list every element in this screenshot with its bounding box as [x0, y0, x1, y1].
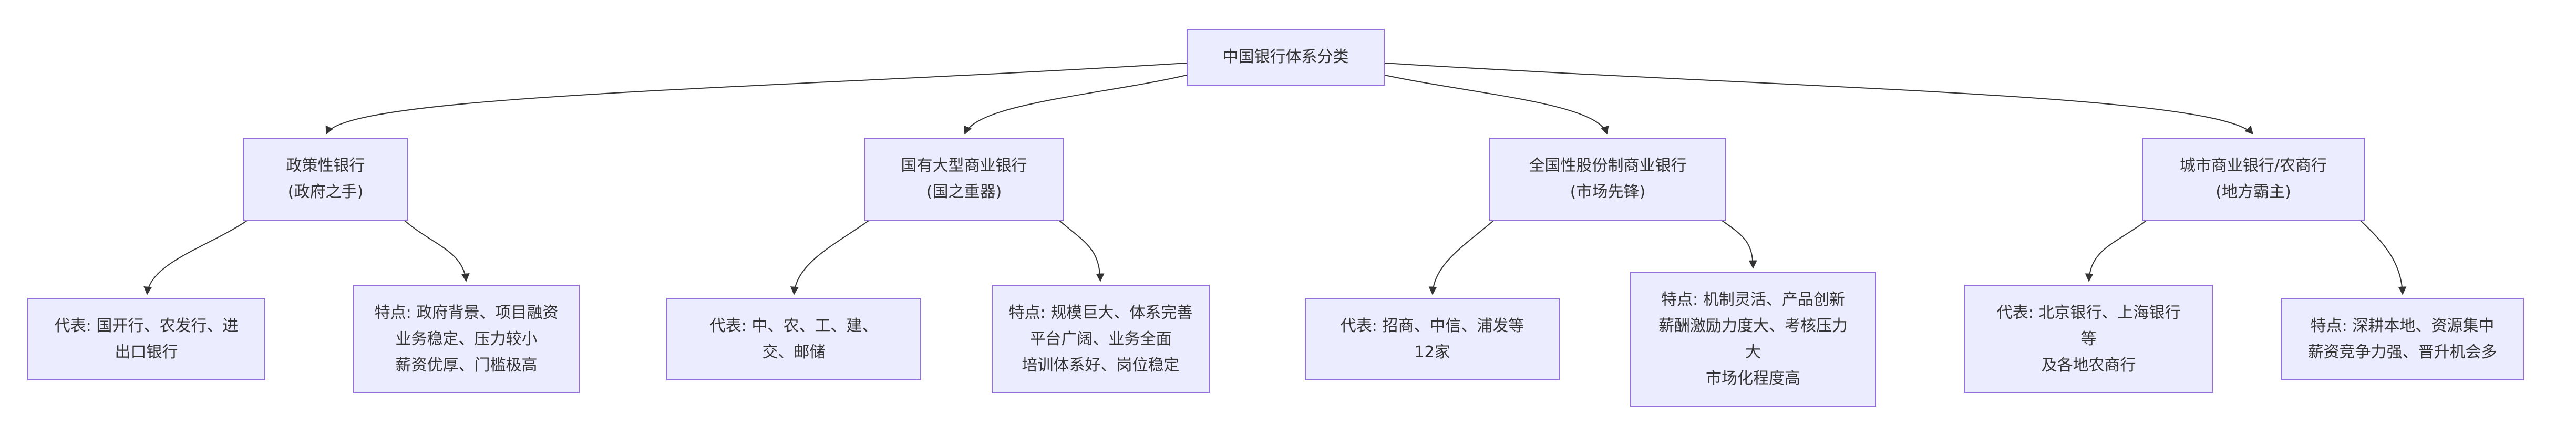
leaf-node-city-rural-representatives: 代表: 北京银行、上海银行 等 及各地农商行 — [1964, 285, 2213, 393]
leaf-state-owned-representatives-label: 代表: 中、农、工、建、 交、邮储 — [709, 316, 878, 361]
edge-cityrural-to-features — [2360, 220, 2407, 295]
leaf-node-state-owned-features: 特点: 规模巨大、体系完善 平台广阔、业务全面 培训体系好、岗位稳定 — [992, 285, 1210, 393]
edge-jointstock-to-reps — [1428, 220, 1494, 295]
edge-root-to-policy — [325, 63, 1187, 135]
node-root-label: 中国银行体系分类 — [1222, 48, 1349, 66]
branch-node-policy: 政策性银行 (政府之手) — [243, 138, 408, 221]
edge-root-to-state-owned — [964, 75, 1187, 135]
node-root: 中国银行体系分类 — [1187, 29, 1385, 86]
leaf-state-owned-features-label: 特点: 规模巨大、体系完善 平台广阔、业务全面 培训体系好、岗位稳定 — [1008, 303, 1193, 375]
edge-policy-to-reps — [143, 220, 248, 295]
leaf-node-policy-representatives: 代表: 国开行、农发行、进 出口银行 — [27, 298, 265, 380]
edge-cityrural-to-reps — [2085, 220, 2147, 282]
leaf-joint-stock-representatives-label: 代表: 招商、中信、浦发等 12家 — [1340, 316, 1524, 361]
branch-node-policy-label: 政策性银行 (政府之手) — [286, 157, 365, 201]
leaf-city-rural-features-label: 特点: 深耕本地、资源集中 薪资竞争力强、晋升机会多 — [2307, 316, 2497, 361]
leaf-node-joint-stock-features: 特点: 机制灵活、产品创新 薪酬激励力度大、考核压力 大 市场化程度高 — [1630, 272, 1876, 407]
leaf-policy-features-label: 特点: 政府背景、项目融资 业务稳定、压力较小 薪资优厚、门槛极高 — [374, 303, 559, 375]
edge-state-to-features — [1059, 220, 1105, 282]
branch-node-joint-stock: 全国性股份制商业银行 (市场先锋) — [1489, 138, 1726, 221]
branch-node-joint-stock-label: 全国性股份制商业银行 (市场先锋) — [1529, 157, 1687, 201]
edge-root-to-city-rural — [1384, 63, 2254, 135]
leaf-node-state-owned-representatives: 代表: 中、农、工、建、 交、邮储 — [666, 298, 921, 380]
edge-root-to-joint-stock — [1384, 75, 1609, 135]
leaf-node-joint-stock-representatives: 代表: 招商、中信、浦发等 12家 — [1305, 298, 1560, 380]
edge-policy-to-features — [404, 220, 470, 282]
branch-node-state-owned-label: 国有大型商业银行 (国之重器) — [901, 157, 1027, 201]
leaf-policy-representatives-label: 代表: 国开行、农发行、进 出口银行 — [54, 316, 239, 361]
leaf-city-rural-representatives-label: 代表: 北京银行、上海银行 等 及各地农商行 — [1996, 303, 2181, 375]
branch-node-city-rural-label: 城市商业银行/农商行 (地方霸主) — [2179, 157, 2327, 201]
branch-node-city-rural: 城市商业银行/农商行 (地方霸主) — [2142, 138, 2365, 221]
leaf-joint-stock-features-label: 特点: 机制灵活、产品创新 薪酬激励力度大、考核压力 大 市场化程度高 — [1658, 290, 1848, 388]
edge-state-to-reps — [790, 220, 869, 295]
leaf-node-policy-features: 特点: 政府背景、项目融资 业务稳定、压力较小 薪资优厚、门槛极高 — [353, 285, 580, 393]
edge-jointstock-to-features — [1722, 220, 1757, 269]
leaf-node-city-rural-features: 特点: 深耕本地、资源集中 薪资竞争力强、晋升机会多 — [2281, 298, 2524, 380]
branch-node-state-owned: 国有大型商业银行 (国之重器) — [864, 138, 1064, 221]
